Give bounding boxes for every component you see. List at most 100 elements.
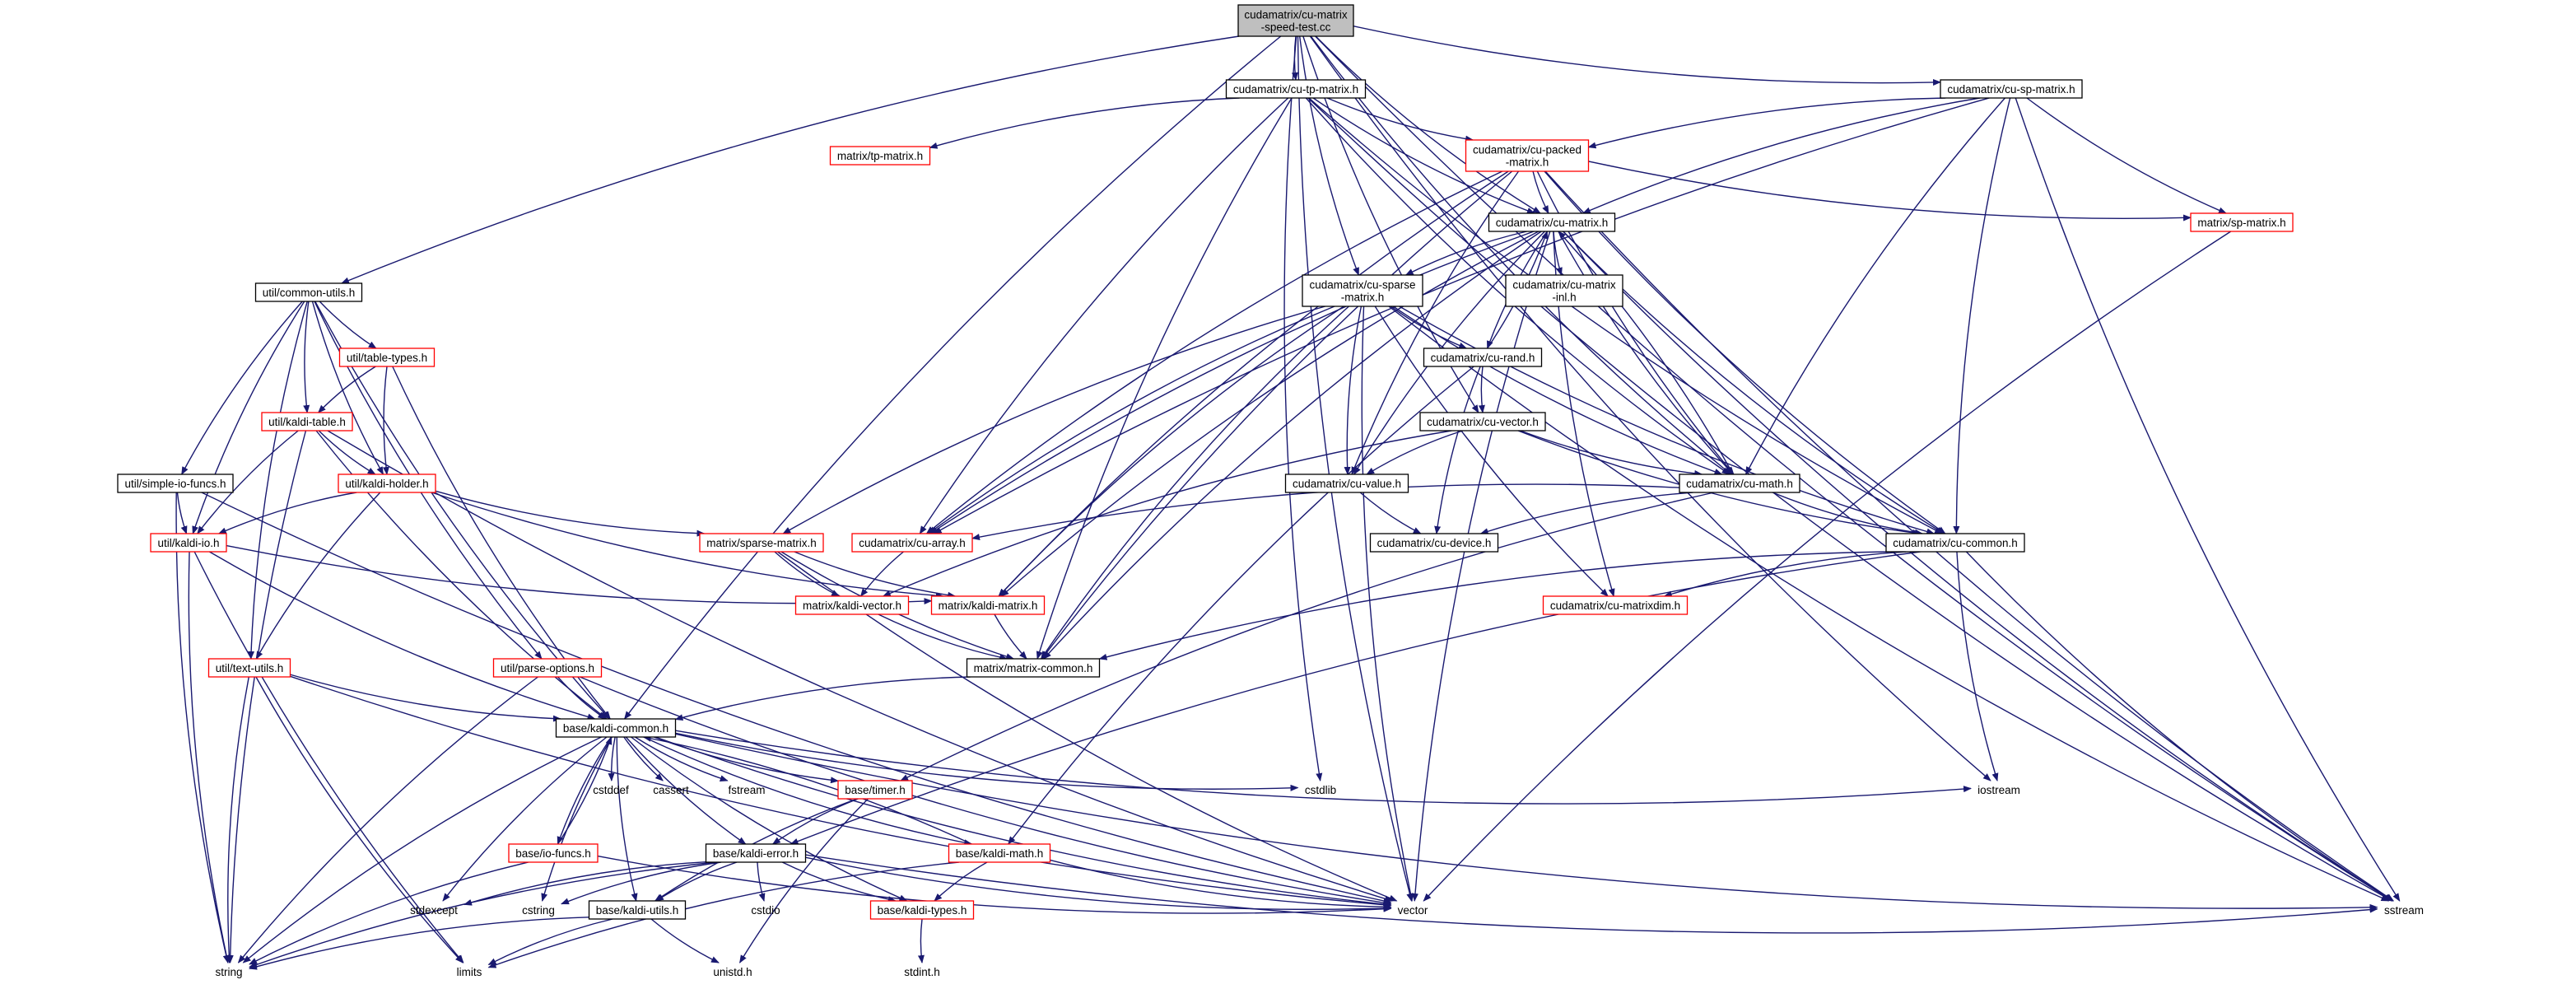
edge-cu-sparse-to-sparse-matrix — [782, 306, 1325, 534]
node-box — [261, 412, 353, 432]
node-matrix-common[interactable]: matrix/matrix-common.h — [966, 658, 1101, 678]
node-kaldi-utils[interactable]: base/kaldi-utils.h — [588, 900, 687, 920]
edge-kaldi-io-to-string — [188, 551, 230, 963]
edge-common-utils-to-simple-io — [181, 301, 303, 475]
node-label: cstdlib — [1305, 784, 1336, 796]
node-common-utils[interactable]: util/common-utils.h — [254, 282, 363, 302]
node-kaldi-common[interactable]: base/kaldi-common.h — [555, 718, 677, 738]
node-label: matrix/tp-matrix.h — [837, 150, 923, 162]
node-cu-device[interactable]: cudamatrix/cu-device.h — [1369, 533, 1499, 553]
node-kaldi-math[interactable]: base/kaldi-math.h — [948, 843, 1051, 863]
edge-cu-matrix-to-kaldi-matrix — [1000, 231, 1540, 597]
edge-kaldi-utils-to-unistd — [650, 918, 720, 963]
node-box — [1225, 79, 1367, 99]
edge-kaldi-utils-to-limits — [487, 918, 613, 965]
edge-cu-sparse-to-cu-math — [1392, 306, 1723, 475]
node-label: base/kaldi-utils.h — [596, 904, 679, 917]
edge-kaldi-common-to-kaldi-error — [625, 736, 747, 845]
edge-kaldi-common-to-stdexcept — [442, 736, 608, 902]
node-cu-rand[interactable]: cudamatrix/cu-rand.h — [1423, 348, 1543, 367]
edge-parse-options-to-string — [237, 676, 538, 963]
node-label: cudamatrix/cu-array.h — [859, 537, 966, 549]
node-root[interactable]: cudamatrix/cu-matrix-speed-test.cc — [1237, 4, 1354, 37]
node-label: matrix/kaldi-matrix.h — [939, 599, 1038, 612]
edge-text-utils-to-limits — [255, 676, 463, 963]
edge-kaldi-error-to-cstdio — [757, 861, 766, 902]
edge-cu-math-to-timer — [900, 492, 1715, 781]
node-sp-matrix[interactable]: cudamatrix/cu-sp-matrix.h — [1940, 79, 2083, 99]
node-unistd: unistd.h — [713, 966, 752, 978]
node-cu-value[interactable]: cudamatrix/cu-value.h — [1284, 474, 1409, 493]
node-cu-matrixdim[interactable]: cudamatrix/cu-matrixdim.h — [1542, 595, 1689, 615]
node-label: -inl.h — [1552, 292, 1576, 304]
edge-kaldi-error-to-string — [249, 861, 716, 968]
node-box — [829, 146, 931, 166]
node-packed[interactable]: cudamatrix/cu-packed-matrix.h — [1465, 139, 1590, 172]
node-box — [1505, 274, 1623, 307]
node-box — [555, 718, 677, 738]
node-cstring: cstring — [522, 904, 555, 917]
node-cu-matrix[interactable]: cudamatrix/cu-matrix.h — [1488, 212, 1616, 232]
node-simple-io[interactable]: util/simple-io-funcs.h — [117, 474, 234, 493]
edge-kaldi-math-to-limits — [487, 861, 959, 968]
node-table-types[interactable]: util/table-types.h — [338, 348, 436, 367]
node-box — [1940, 79, 2083, 99]
node-timer[interactable]: base/timer.h — [837, 780, 913, 800]
edge-cu-math-to-cu-matrix — [1558, 231, 1734, 475]
node-label: cudamatrix/cu-device.h — [1377, 537, 1492, 549]
edge-kaldi-common-to-io-funcs — [557, 736, 613, 845]
node-label: util/kaldi-table.h — [268, 416, 346, 428]
edge-root-to-cu-sparse — [1298, 35, 1359, 276]
node-kaldi-io[interactable]: util/kaldi-io.h — [150, 533, 227, 553]
edge-common-utils-to-kaldi-io — [192, 301, 305, 534]
edge-kaldi-common-to-iostream — [675, 730, 1972, 805]
node-cu-matrix-inl[interactable]: cudamatrix/cu-matrix-inl.h — [1505, 274, 1623, 307]
edge-tp-matrix-to-cu-common — [1308, 97, 1943, 534]
edge-io-funcs-to-kaldi-common — [557, 736, 613, 845]
edge-cu-rand-to-cu-vector — [1478, 366, 1485, 413]
edge-root-to-sstream — [1315, 35, 2394, 902]
node-kaldi-vector[interactable]: matrix/kaldi-vector.h — [794, 595, 910, 615]
node-kaldi-types[interactable]: base/kaldi-types.h — [869, 900, 975, 920]
node-box — [588, 900, 687, 920]
edge-cu-matrix-to-cu-math — [1558, 231, 1734, 475]
node-stdint: stdint.h — [904, 966, 940, 978]
edge-cu-matrix-to-matrix-common — [1043, 231, 1542, 660]
node-text-utils[interactable]: util/text-utils.h — [207, 658, 291, 678]
node-label: base/kaldi-error.h — [713, 847, 799, 860]
node-box — [254, 282, 363, 302]
node-kaldi-error[interactable]: base/kaldi-error.h — [705, 843, 807, 863]
edge-io-funcs-to-string — [249, 861, 529, 965]
node-kaldi-holder[interactable]: util/kaldi-holder.h — [338, 474, 436, 493]
node-box — [705, 843, 807, 863]
node-kaldi-matrix[interactable]: matrix/kaldi-matrix.h — [930, 595, 1046, 615]
edge-common-utils-to-table-types — [319, 301, 377, 349]
node-parse-options[interactable]: util/parse-options.h — [492, 658, 603, 678]
node-kaldi-table[interactable]: util/kaldi-table.h — [261, 412, 353, 432]
edge-sp-matrix-to-cu-math — [1745, 97, 2005, 475]
edge-packed-to-matrix-sp — [1588, 161, 2192, 222]
node-box — [508, 843, 599, 863]
edge-parse-options-to-kaldi-common — [557, 676, 607, 720]
node-box — [1237, 4, 1354, 37]
edge-kaldi-error-to-kaldi-utils — [655, 861, 738, 902]
node-sparse-matrix[interactable]: matrix/sparse-matrix.h — [699, 533, 824, 553]
edge-simple-io-to-vector — [201, 492, 1392, 904]
edge-cu-rand-to-cu-device — [1434, 366, 1481, 534]
node-iostream: iostream — [1977, 784, 2020, 796]
edge-kaldi-table-to-kaldi-holder — [318, 430, 376, 475]
node-matrix-sp[interactable]: matrix/sp-matrix.h — [2190, 212, 2294, 232]
node-matrix-tp[interactable]: matrix/tp-matrix.h — [829, 146, 931, 166]
node-cu-common[interactable]: cudamatrix/cu-common.h — [1885, 533, 2025, 553]
node-tp-matrix[interactable]: cudamatrix/cu-tp-matrix.h — [1225, 79, 1367, 99]
node-io-funcs[interactable]: base/io-funcs.h — [508, 843, 599, 863]
node-cu-sparse[interactable]: cudamatrix/cu-sparse-matrix.h — [1302, 274, 1423, 307]
node-label: cudamatrix/cu-math.h — [1686, 478, 1793, 490]
node-cu-math[interactable]: cudamatrix/cu-math.h — [1679, 474, 1800, 493]
node-label: cudamatrix/cu-sparse — [1309, 279, 1415, 292]
node-cu-vector[interactable]: cudamatrix/cu-vector.h — [1419, 412, 1546, 432]
edge-simple-io-to-kaldi-io — [176, 492, 188, 534]
edge-root-to-iostream — [1309, 35, 1991, 781]
node-fstream: fstream — [728, 784, 765, 796]
node-cu-array[interactable]: cudamatrix/cu-array.h — [851, 533, 973, 553]
